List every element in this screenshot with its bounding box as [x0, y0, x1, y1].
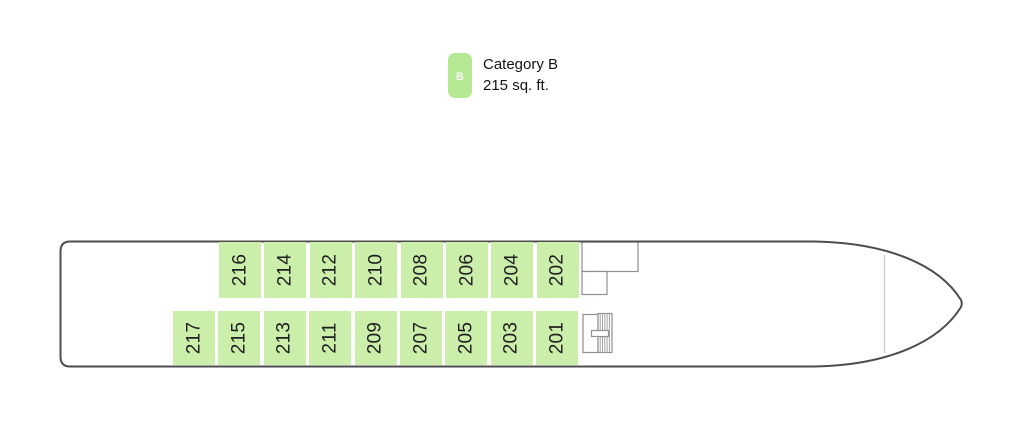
cabin-214[interactable]: 214: [264, 242, 307, 298]
cabin-204[interactable]: 204: [491, 242, 534, 298]
cabin-number: 202: [546, 253, 568, 287]
cabin-number: 210: [365, 253, 387, 287]
cabin-210[interactable]: 210: [355, 242, 398, 298]
cabin-number: 209: [364, 321, 386, 355]
cabin-216[interactable]: 216: [219, 242, 261, 298]
cabin-number: 214: [274, 253, 296, 287]
upper-structure-small: [581, 270, 608, 296]
ship-hull-outline: [59, 240, 963, 368]
cabin-213[interactable]: 213: [263, 311, 306, 365]
cabin-201[interactable]: 201: [536, 311, 579, 365]
cabin-207[interactable]: 207: [399, 311, 442, 365]
legend-title: Category B: [483, 56, 559, 73]
cabin-number: 215: [228, 321, 250, 355]
category-b-swatch: B: [448, 53, 472, 98]
cabin-number: 211: [319, 322, 341, 354]
cabin-number: 213: [273, 321, 295, 355]
cabin-215[interactable]: 215: [218, 311, 261, 365]
cabin-row-bottom: 217 215 213 211 209 207 205 203 201: [173, 311, 579, 365]
legend-subtitle: 215 sq. ft.: [483, 77, 549, 94]
cabin-212[interactable]: 212: [309, 242, 352, 298]
cabin-number: 208: [410, 253, 432, 287]
stairs-landing-notch: [590, 329, 610, 338]
cabin-number: 201: [546, 321, 568, 355]
cabin-number: 216: [228, 253, 250, 287]
legend-text: Category B 215 sq. ft.: [483, 53, 558, 96]
cabin-217[interactable]: 217: [173, 311, 215, 365]
swatch-letter: B: [456, 71, 464, 83]
upper-structure-large: [581, 241, 639, 273]
cabin-number: 212: [319, 253, 341, 287]
cabin-number: 205: [455, 321, 477, 355]
legend: B Category B 215 sq. ft.: [448, 53, 558, 98]
cabin-205[interactable]: 205: [445, 311, 488, 365]
cabin-203[interactable]: 203: [490, 311, 533, 365]
cabin-208[interactable]: 208: [400, 242, 443, 298]
cabin-number: 203: [500, 321, 522, 355]
cabin-number: 207: [409, 321, 431, 355]
cabin-211[interactable]: 211: [309, 311, 352, 365]
cabin-number: 217: [182, 321, 204, 355]
cabin-202[interactable]: 202: [536, 242, 579, 298]
cabin-206[interactable]: 206: [445, 242, 488, 298]
cabin-209[interactable]: 209: [354, 311, 397, 365]
cabin-number: 206: [455, 253, 477, 287]
cabin-row-top: 216 214 212 210 208 206 204 202: [219, 242, 579, 298]
cabin-number: 204: [501, 253, 523, 287]
